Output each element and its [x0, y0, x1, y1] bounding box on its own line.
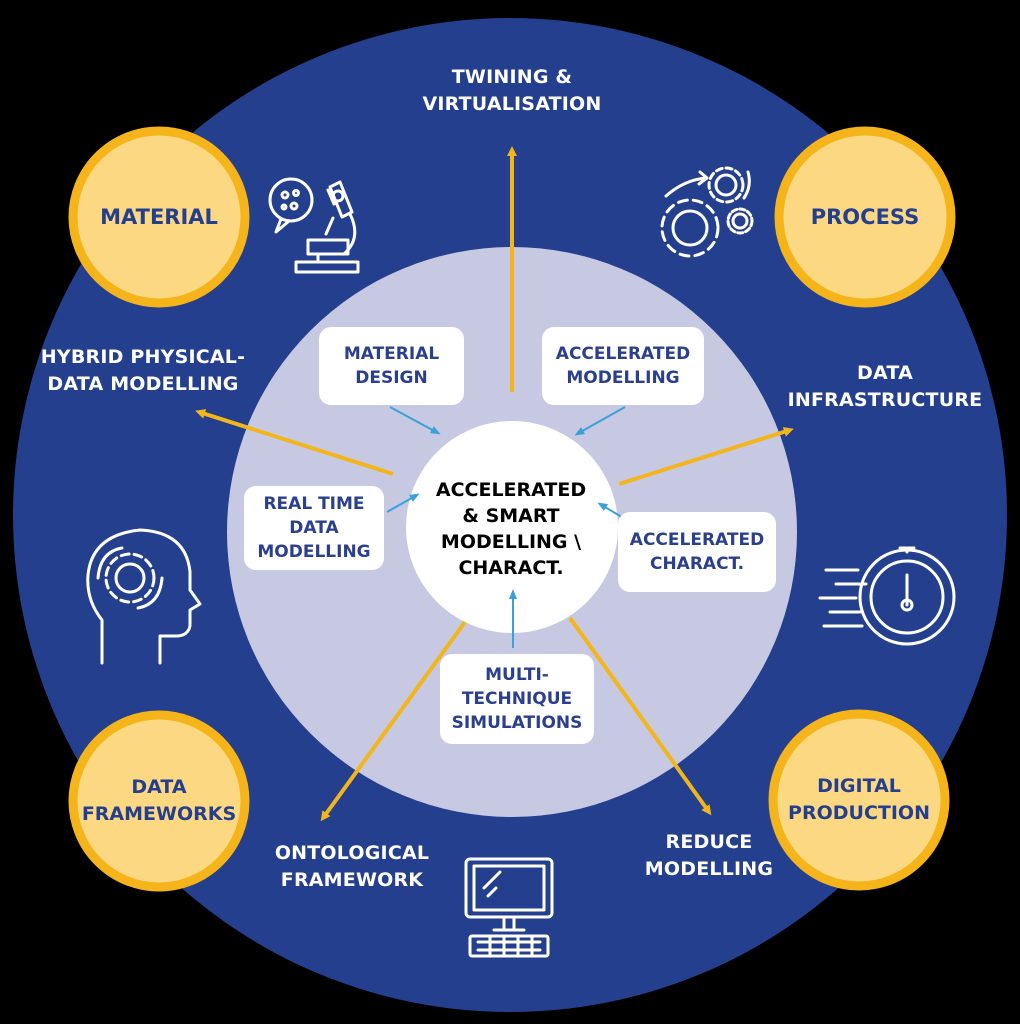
- accelerated-modelling-line1: ACCELERATED: [555, 344, 691, 364]
- output-hybrid-line1: HYBRID PHYSICAL-: [40, 346, 246, 368]
- center-line4: CHARACT.: [458, 556, 564, 579]
- center-line3: MODELLING \: [440, 530, 582, 553]
- accelerated-charact-line2: CHARACT.: [649, 554, 745, 574]
- head-gear-icon: [86, 528, 202, 665]
- material-design-line2: DESIGN: [355, 368, 428, 388]
- arrow-from-accelerated-modelling: [574, 406, 626, 436]
- output-twining-virtualisation: TWINING & VIRTUALISATION: [402, 64, 622, 118]
- center-line2: & SMART: [462, 504, 560, 527]
- arrow-from-material-design: [389, 406, 441, 435]
- arrow-to-hybrid: [195, 409, 394, 476]
- arrow-to-reduce: [568, 616, 712, 816]
- center-circle: [406, 421, 618, 633]
- output-twining-line2: VIRTUALISATION: [422, 93, 602, 115]
- multi-technique-line2: TECHNIQUE: [461, 689, 573, 709]
- pillar-digital-production: DIGITAL PRODUCTION: [774, 765, 944, 835]
- accelerated-modelling-line2: MODELLING: [566, 368, 680, 388]
- pillar-digital-production-line1: DIGITAL: [817, 775, 901, 797]
- input-box-accelerated-charact: ACCELERATED CHARACT.: [618, 512, 776, 592]
- output-data-infrastructure: DATA INFRASTRUCTURE: [778, 360, 992, 414]
- output-ontological-line1: ONTOLOGICAL: [274, 842, 430, 864]
- real-time-line2: DATA: [289, 518, 339, 538]
- output-data-infra-line2: INFRASTRUCTURE: [787, 389, 983, 411]
- pillar-circle-digital-production: [768, 709, 950, 891]
- center-label: ACCELERATED & SMART MODELLING \ CHARACT.: [405, 445, 617, 612]
- output-twining-line1: TWINING &: [451, 66, 573, 88]
- output-arrows: [195, 146, 794, 822]
- material-design-line1: MATERIAL: [343, 344, 440, 364]
- pillar-circle-material: [68, 126, 250, 308]
- output-data-infra-line1: DATA: [857, 362, 913, 384]
- pillar-circle-process: [774, 126, 956, 308]
- center-line1: ACCELERATED: [435, 478, 587, 501]
- input-arrows: [386, 406, 631, 648]
- input-box-multi-technique-simulations: MULTI- TECHNIQUE SIMULATIONS: [440, 654, 594, 744]
- gears-icon: [660, 166, 754, 258]
- pillar-digital-production-line2: PRODUCTION: [788, 802, 930, 824]
- output-ontological-framework: ONTOLOGICAL FRAMEWORK: [264, 840, 440, 894]
- pillar-process-label: PROCESS: [810, 204, 920, 229]
- pillar-material: MATERIAL: [79, 182, 239, 252]
- input-box-accelerated-modelling: ACCELERATED MODELLING: [542, 327, 704, 405]
- output-reduce-modelling: REDUCE MODELLING: [636, 829, 782, 883]
- real-time-line1: REAL TIME: [263, 494, 365, 514]
- pillar-data-frameworks: DATA FRAMEWORKS: [74, 766, 244, 836]
- real-time-line3: MODELLING: [257, 542, 371, 562]
- output-ontological-line2: FRAMEWORK: [280, 869, 424, 891]
- arrow-from-real-time: [386, 493, 420, 513]
- input-box-material-design: MATERIAL DESIGN: [319, 327, 464, 405]
- output-hybrid-modelling: HYBRID PHYSICAL- DATA MODELLING: [28, 344, 258, 398]
- multi-technique-line3: SIMULATIONS: [451, 713, 583, 733]
- output-reduce-line2: MODELLING: [644, 858, 774, 880]
- output-reduce-line1: REDUCE: [665, 831, 753, 853]
- output-hybrid-line2: DATA MODELLING: [47, 373, 239, 395]
- computer-icon: [464, 857, 554, 958]
- microscope-icon: [268, 177, 360, 274]
- multi-technique-line1: MULTI-: [485, 665, 549, 685]
- arrow-to-ontological: [320, 620, 467, 822]
- speedometer-icon: [818, 546, 956, 646]
- pillar-data-frameworks-line1: DATA: [131, 776, 187, 798]
- pillar-material-label: MATERIAL: [100, 204, 218, 229]
- pillar-circle-data-frameworks: [68, 710, 250, 892]
- pillar-process: PROCESS: [785, 182, 945, 252]
- input-box-real-time-data-modelling: REAL TIME DATA MODELLING: [244, 486, 384, 570]
- accelerated-charact-line1: ACCELERATED: [629, 530, 765, 550]
- arrow-to-data-infrastructure: [618, 427, 794, 486]
- pillar-data-frameworks-line2: FRAMEWORKS: [81, 803, 237, 825]
